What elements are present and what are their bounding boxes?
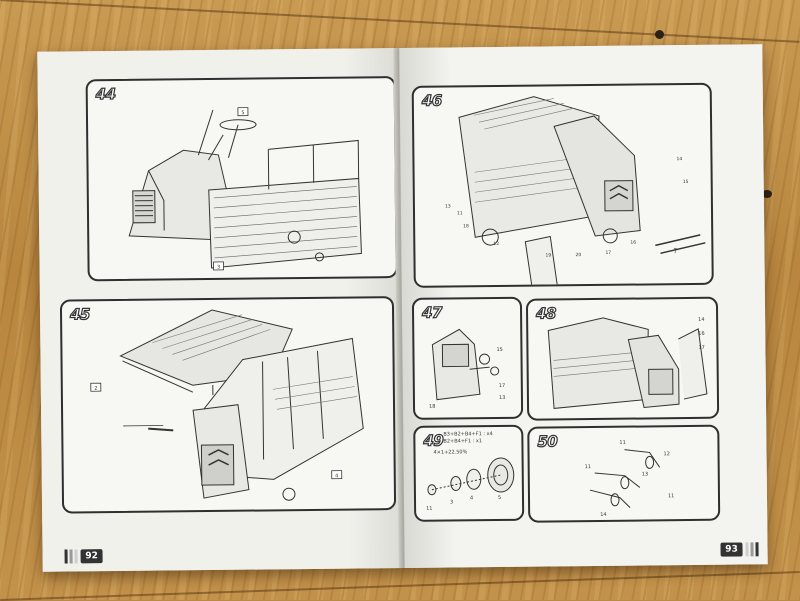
step-45-panel: 45 [59,296,397,514]
callout-label: 2 [94,386,97,392]
callout-label: 17 [499,383,505,389]
callout-label: 17 [605,250,611,256]
callout-label: 11 [457,210,463,216]
callout-label: 5 [241,110,244,116]
wood-knot [762,190,772,198]
footer-color-stripes [64,549,78,564]
callout-label: 5 [498,495,501,501]
step-50-drawing: 11 12 13 11 14 11 [585,440,675,518]
step-46-panel: 46 13 11 18 12 [411,82,714,288]
callout-label: 19 [545,252,551,258]
wood-knot [655,30,664,39]
callout-label: 11 [426,506,432,512]
callout-label: 13 [642,471,648,477]
callout-label: 14 [698,317,704,323]
step-45-drawing: 2 4 [90,309,364,501]
callout-label: 4 [470,495,473,501]
step-44-panel: 44 [85,76,398,282]
callout-label: 3 [450,499,453,505]
callout-label: 11 [668,493,674,499]
step-44-drawing: 5 3 [128,107,362,270]
left-page: 44 [37,48,403,572]
plank-seam [0,571,800,601]
callout-label: 16 [630,240,636,246]
callout-label: 18 [463,223,469,229]
step-49-drawing: 11 3 4 5 [426,457,515,512]
callout-label: 17 [698,345,704,351]
step-49-panel: 49 B3+B2+B4+F1 : x4 B2+B4+F1 : x1 4×1+22… [413,424,525,522]
callout-label: 4 [335,473,338,479]
step-48-panel: 48 14 16 17 [525,296,720,421]
callout-label: 14 [676,156,682,162]
step-47-drawing: 18 15 17 13 [429,328,505,410]
callout-label: 13 [499,395,505,401]
callout-label: 16 [698,331,704,337]
right-page: 46 13 11 18 12 [399,44,768,568]
callout-label: 18 [429,404,435,410]
page-number: 93 [720,542,743,557]
callout-label: ? [673,247,677,255]
callout-label: 3 [217,264,220,270]
step-50-panel: 50 11 12 13 11 14 11 [527,424,721,523]
callout-label: 12 [664,451,670,457]
callout-label: 12 [493,241,499,247]
callout-label: 14 [600,512,606,518]
footer-color-stripes [745,542,759,557]
callout-label: 15 [683,179,689,185]
page-number: 92 [80,549,103,564]
plank-seam [0,0,800,43]
step-47-panel: 47 18 15 17 13 [411,296,524,420]
callout-label: 11 [585,464,591,470]
callout-label: 15 [496,347,502,353]
callout-label: 20 [575,252,581,258]
step-48-drawing: 14 16 17 [547,317,708,409]
callout-label: 11 [619,440,625,446]
instruction-booklet: 44 [37,44,768,572]
step-46-drawing: 13 11 18 12 19 20 17 16 14 15 ? [445,96,706,286]
callout-label: 13 [445,203,451,209]
